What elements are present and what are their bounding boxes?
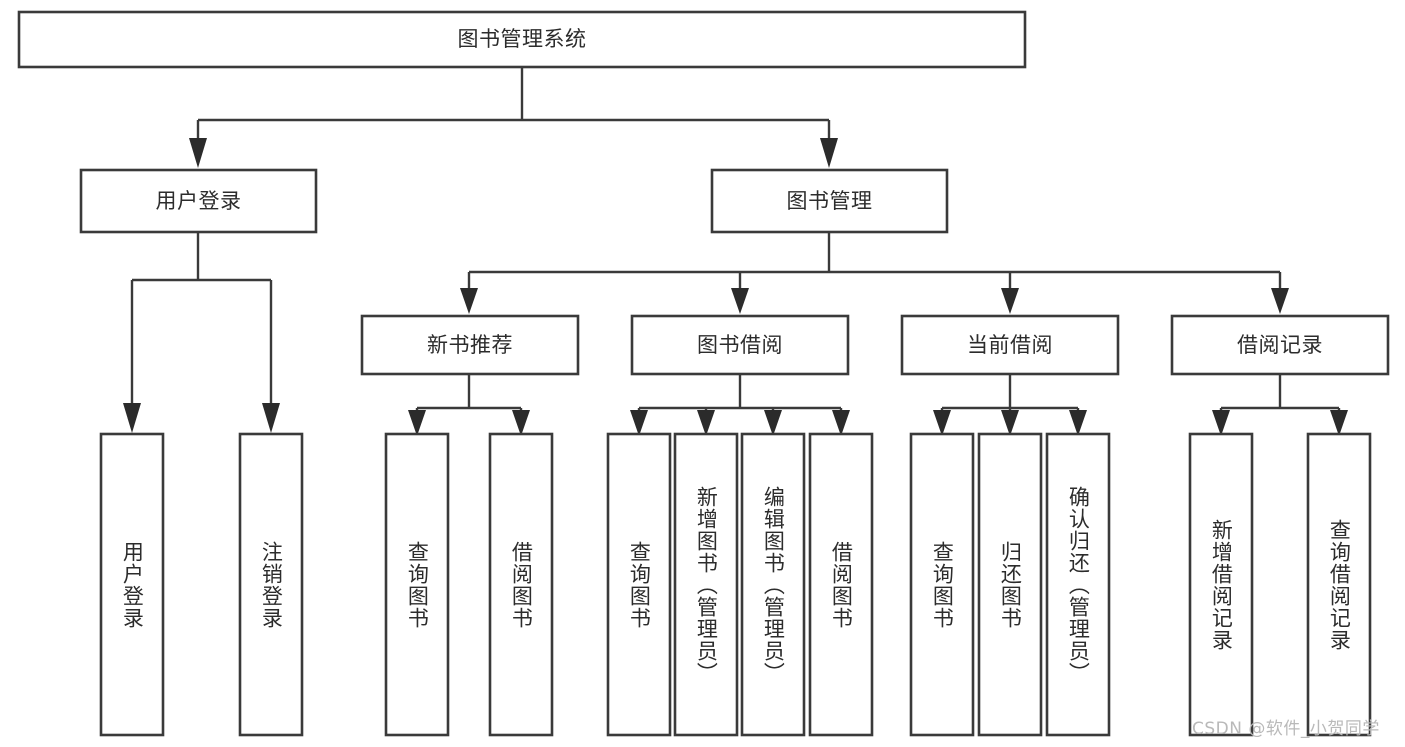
arrow-head-user-login: [189, 138, 207, 168]
node-leaf-bb-borrow-box[interactable]: [808, 432, 874, 737]
node-book-borrow-box[interactable]: [630, 314, 850, 376]
arrow-head-ul-leaf-0: [123, 403, 141, 433]
node-leaf-cb-return-box[interactable]: [977, 432, 1043, 737]
node-borrow-records-box[interactable]: [1170, 314, 1390, 376]
node-new-books-box[interactable]: [360, 314, 580, 376]
arrow-head-bb-2: [764, 410, 782, 436]
node-leaf-bb-edit-box[interactable]: [740, 432, 806, 737]
arrow-head-cb-2: [1069, 410, 1087, 436]
node-book-manage-box[interactable]: [710, 168, 949, 234]
node-leaf-nb-query-box[interactable]: [384, 432, 450, 737]
arrow-head-ul-leaf-1: [262, 403, 280, 433]
node-leaf-logout-box[interactable]: [238, 432, 304, 737]
node-leaf-nb-borrow-box[interactable]: [488, 432, 554, 737]
node-leaf-bb-query-box[interactable]: [606, 432, 672, 737]
node-root-box[interactable]: [17, 10, 1027, 69]
node-leaf-user-login-box[interactable]: [99, 432, 165, 737]
arrow-head-book-manage: [820, 138, 838, 168]
arrow-head-bb-1: [697, 410, 715, 436]
node-current-borrow-box[interactable]: [900, 314, 1120, 376]
node-leaf-cb-confirm-box[interactable]: [1045, 432, 1111, 737]
arrow-head-l3-0: [460, 288, 478, 314]
arrow-head-br-1: [1330, 410, 1348, 436]
node-leaf-bb-add-box[interactable]: [673, 432, 739, 737]
arrow-head-bb-3: [832, 410, 850, 436]
arrow-head-cb-1: [1001, 410, 1019, 436]
node-leaf-cb-query-box[interactable]: [909, 432, 975, 737]
node-leaf-br-add-box[interactable]: [1188, 432, 1254, 737]
arrow-head-br-0: [1212, 410, 1230, 436]
arrow-head-l3-3: [1271, 288, 1289, 314]
arrow-head-bb-0: [630, 410, 648, 436]
arrow-head-nb-1: [512, 410, 530, 436]
arrow-head-l3-2: [1001, 288, 1019, 314]
node-user-login-box[interactable]: [79, 168, 318, 234]
node-leaf-br-query-box[interactable]: [1306, 432, 1372, 737]
arrow-head-l3-1: [731, 288, 749, 314]
arrow-head-nb-0: [408, 410, 426, 436]
arrow-head-cb-0: [933, 410, 951, 436]
